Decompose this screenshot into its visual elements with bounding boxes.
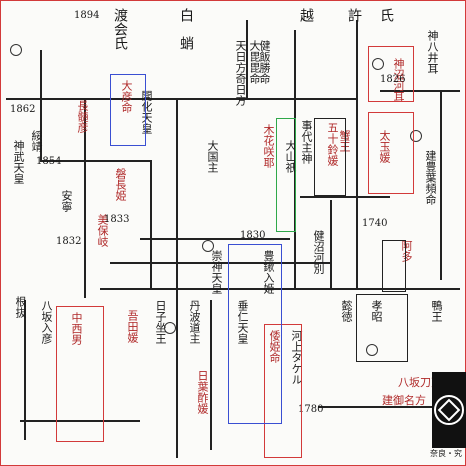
person-name: 鴨王 <box>430 300 443 322</box>
person-name: 大山祇 <box>284 140 297 173</box>
person-name: 木花咲耶 <box>262 124 275 168</box>
circle-mark <box>202 240 214 252</box>
lineage-line <box>246 20 248 100</box>
lineage-line <box>210 300 212 450</box>
person-name: 豊鍬入姫 <box>262 250 275 294</box>
lineage-line <box>294 30 296 290</box>
lineage-line <box>356 20 358 290</box>
person-name: 五十鈴媛 <box>326 122 339 166</box>
clan-label: 越 <box>298 8 314 22</box>
year-label: 1740 <box>362 218 388 229</box>
person-name: 開化天皇 <box>140 90 153 134</box>
lineage-line <box>150 160 152 290</box>
lineage-line <box>300 196 390 198</box>
clan-label: 許 <box>346 8 362 22</box>
highlight-box <box>368 112 414 194</box>
person-name: 八坂入彦 <box>40 300 53 344</box>
highlight-box <box>276 118 296 232</box>
clan-label: 蛸 <box>178 36 194 50</box>
circle-mark <box>10 44 22 56</box>
seal-logo <box>432 372 466 448</box>
year-label: 1854 <box>36 156 62 167</box>
person-name: 健飯勝命 <box>258 40 271 84</box>
person-name: 長髄彦 <box>76 100 89 133</box>
person-name: 神沼河耳 <box>392 58 405 102</box>
clan-label: 白 <box>178 8 194 22</box>
circle-mark <box>372 58 384 70</box>
person-name: 日葉酢媛 <box>196 370 209 414</box>
lineage-line <box>380 90 460 92</box>
highlight-box <box>56 306 104 442</box>
highlight-box <box>382 240 406 292</box>
person-name: 丹波道主 <box>188 300 201 344</box>
person-name: 日子坐王 <box>154 300 167 344</box>
lineage-line <box>20 420 140 422</box>
person-name: 阿多 <box>400 240 413 262</box>
seal-icon <box>434 395 464 425</box>
highlight-box <box>356 294 408 362</box>
person-name: 倭姫命 <box>268 330 281 363</box>
circle-mark <box>410 130 422 142</box>
person-name: 大毘毘命 <box>248 40 261 84</box>
year-label: 1830 <box>240 230 266 241</box>
watermark: 奈良・究 <box>430 449 462 458</box>
lineage-line <box>24 300 26 440</box>
person-name: 太玉媛 <box>378 130 391 163</box>
lineage-line <box>110 262 330 264</box>
highlight-box <box>110 74 146 146</box>
lineage-line <box>140 238 290 240</box>
person-name: 綏靖 <box>30 130 43 152</box>
person-name: 吾田媛 <box>126 310 139 343</box>
person-name: 建豊葉頻命 <box>424 150 437 205</box>
annotation: 八坂刀売 <box>398 376 442 389</box>
lineage-line <box>40 50 42 160</box>
lineage-line <box>84 98 86 298</box>
highlight-box <box>314 118 346 196</box>
highlight-box <box>368 46 414 102</box>
person-name: 天日方奇日方 <box>234 40 247 106</box>
annotation: 建御名方 <box>382 394 426 407</box>
person-name: 中西男 <box>70 312 83 345</box>
person-name: 孝昭 <box>370 300 383 322</box>
lineage-line <box>330 200 332 290</box>
year-label: 1780 <box>298 404 324 415</box>
lineage-line <box>440 90 442 280</box>
person-name: 神武天皇 <box>12 140 25 184</box>
lineage-line <box>40 160 150 162</box>
lineage-line <box>100 288 460 290</box>
lineage-line <box>318 406 438 408</box>
circle-mark <box>164 322 176 334</box>
person-name: 崇神天皇 <box>210 250 223 294</box>
clan-label: 渡会氏 <box>112 8 128 50</box>
highlight-box <box>228 244 282 424</box>
person-name: 大国主 <box>206 140 219 173</box>
person-name: 美保岐 <box>96 214 109 247</box>
year-label: 1826 <box>380 74 406 85</box>
lineage-line <box>176 98 356 100</box>
person-name: 事代主神 <box>300 120 313 164</box>
person-name: 懿徳 <box>340 300 353 322</box>
year-label: 1833 <box>104 214 130 225</box>
person-name: 安寧 <box>60 190 73 212</box>
year-label: 1894 <box>74 10 100 21</box>
lineage-line <box>6 98 246 100</box>
person-name: 蟹王 <box>338 130 351 152</box>
person-name: 磐長姫 <box>114 168 127 201</box>
clan-label: 氏 <box>378 8 394 22</box>
year-label: 1832 <box>56 236 82 247</box>
person-name: 健沼河別 <box>312 230 325 274</box>
person-name: 根抜 <box>14 296 27 318</box>
year-label: 1862 <box>10 104 36 115</box>
highlight-box <box>264 324 302 458</box>
circle-mark <box>366 344 378 356</box>
person-name: 垂仁天皇 <box>236 300 249 344</box>
person-name: 大彦命 <box>120 80 133 113</box>
lineage-line <box>176 98 178 458</box>
person-name: 神八井耳 <box>426 30 439 74</box>
person-name: 河上タケル <box>290 330 303 385</box>
